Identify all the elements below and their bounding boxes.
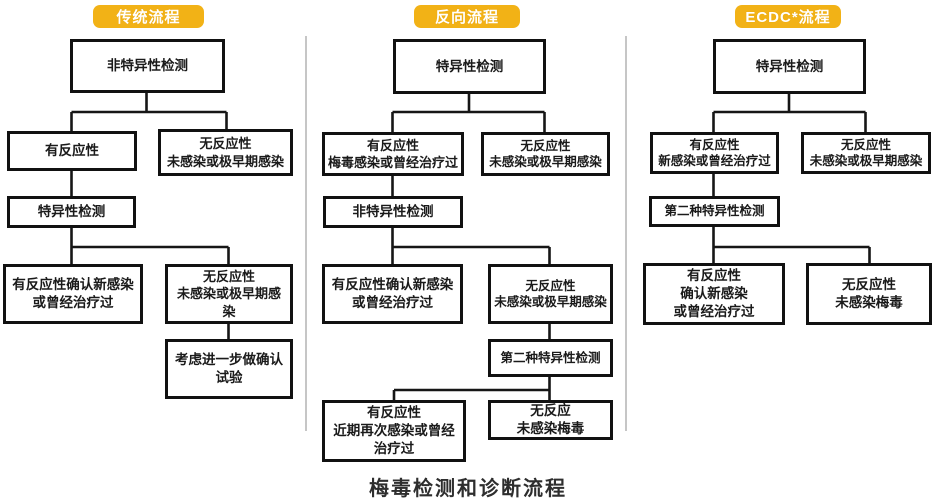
connector — [70, 228, 230, 264]
badge-reverse-flow: 反向流程 — [414, 5, 520, 28]
diagram-title: 梅毒检测和诊断流程 — [369, 478, 567, 500]
node-ecdc-second-specific-test: 第二种特异性检测 — [649, 196, 780, 227]
badge-traditional-flow: 传统流程 — [93, 5, 204, 28]
node-traditional-reactive: 有反应性 — [7, 131, 137, 171]
node-traditional-reactive-confirmed: 有反应性确认新感染 或曾经治疗过 — [3, 264, 143, 324]
node-reverse-second-specific-test: 第二种特异性检测 — [488, 339, 613, 377]
connector — [712, 94, 867, 132]
node-traditional-specific-test: 特异性检测 — [7, 196, 136, 228]
connector — [391, 228, 551, 264]
connector — [70, 93, 228, 131]
node-reverse-nonreactive: 无反应性 未感染或极早期感染 — [481, 132, 610, 176]
node-ecdc-reactive: 有反应性 新感染或曾经治疗过 — [650, 132, 779, 174]
node-ecdc-nonreactive: 无反应性 未感染或极早期感染 — [801, 132, 931, 174]
node-ecdc-specific-test: 特异性检测 — [713, 39, 866, 94]
node-traditional-nonreactive: 无反应性 未感染或极早期感染 — [158, 129, 293, 176]
node-ecdc-nonreactive-final: 无反应性 未感染梅毒 — [806, 263, 932, 325]
badge-ecdc-flow: ECDC*流程 — [735, 5, 841, 28]
node-reverse-reactive-reinfection: 有反应性 近期再次感染或曾经治疗过 — [322, 400, 466, 462]
node-reverse-nonreactive-2: 无反应性 未感染或极早期感染 — [488, 264, 613, 324]
node-reverse-nonspecific-test: 非特异性检测 — [323, 196, 463, 228]
node-traditional-nonspecific-test: 非特异性检测 — [70, 39, 225, 93]
node-reverse-nonreactive-final: 无反应 未感染梅毒 — [488, 400, 613, 440]
node-traditional-consider-confirmation: 考虑进一步做确认试验 — [165, 339, 293, 399]
node-traditional-nonreactive-2: 无反应性 未感染或极早期感染 — [165, 264, 293, 324]
node-reverse-reactive: 有反应性 梅毒感染或曾经治疗过 — [322, 132, 464, 176]
column-separator — [305, 36, 307, 431]
node-ecdc-reactive-confirmed: 有反应性 确认新感染 或曾经治疗过 — [643, 263, 785, 325]
connector — [392, 377, 551, 400]
column-separator — [625, 36, 627, 431]
connector — [712, 227, 871, 263]
node-reverse-specific-test: 特异性检测 — [393, 39, 546, 94]
node-reverse-reactive-confirmed: 有反应性确认新感染 或曾经治疗过 — [322, 264, 463, 324]
connector — [391, 94, 546, 132]
